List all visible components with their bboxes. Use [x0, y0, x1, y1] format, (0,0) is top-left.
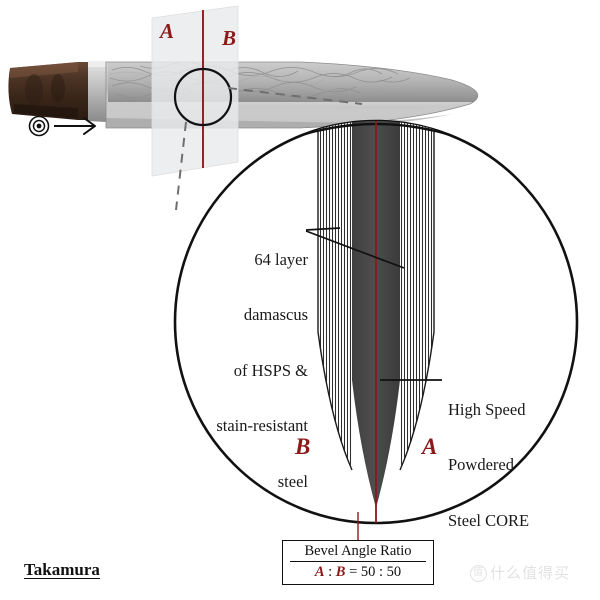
ratio-equals: =	[345, 564, 361, 580]
magnifier-leader-lines	[175, 87, 363, 211]
cross-section-detail	[173, 119, 579, 540]
watermark-badge-icon: 值	[470, 565, 487, 582]
damascus-callout-leader	[305, 227, 405, 269]
damascus-callout-line-1: 64 layer	[254, 249, 308, 269]
cutting-plane	[151, 5, 239, 177]
ratio-label-a: A	[314, 564, 325, 580]
core-callout-line-2: Powdered	[448, 455, 514, 475]
core-callout-line-1: High Speed	[448, 399, 526, 419]
damascus-callout-label: 64 layer damascus of HSPS & stain-resist…	[178, 214, 308, 528]
knife-bolster	[88, 61, 106, 122]
ratio-numbers: 50 : 50	[360, 564, 402, 580]
core-callout-label: High Speed Powdered Steel CORE	[448, 364, 588, 567]
ratio-separator: :	[324, 564, 336, 580]
damascus-callout-line-5: steel	[277, 471, 308, 491]
plane-label-a: A	[160, 19, 175, 43]
section-locator-circle	[173, 67, 233, 127]
ratio-label-b: B	[335, 564, 346, 580]
plane-label-b: B	[222, 26, 237, 50]
bevel-angle-ratio-box: Bevel Angle Ratio A : B = 50 : 50	[282, 540, 434, 585]
knife-photo-illustration	[8, 61, 479, 129]
damascus-callout-line-4: stain-resistant	[216, 416, 308, 436]
eye-icon	[28, 115, 50, 137]
damascus-callout-line-2: damascus	[243, 305, 308, 325]
damascus-callout-line-3: of HSPS &	[233, 360, 308, 380]
bevel-angle-ratio-value: A : B = 50 : 50	[283, 564, 433, 581]
section-label-b: B	[295, 434, 311, 459]
core-callout-line-3: Steel CORE	[448, 510, 530, 530]
site-watermark: 值什么值得买	[470, 562, 570, 583]
view-direction-indicator	[28, 115, 96, 137]
knife-handle	[8, 62, 90, 120]
watermark-text: 什么值得买	[490, 564, 571, 582]
brand-name: Takamura	[24, 560, 100, 579]
view-direction-arrow-icon	[54, 117, 96, 135]
bevel-angle-ratio-title: Bevel Angle Ratio	[290, 543, 426, 562]
section-label-a: A	[422, 434, 438, 459]
